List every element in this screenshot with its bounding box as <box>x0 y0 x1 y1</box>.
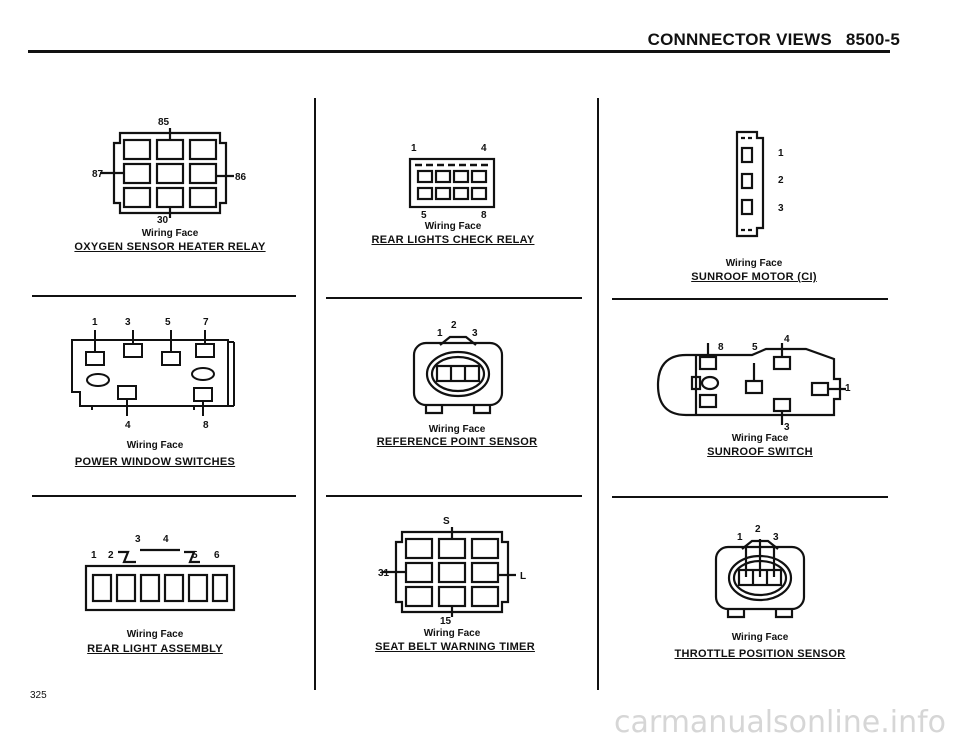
connector-8-pin-icon <box>408 157 496 209</box>
pin-label: 85 <box>158 117 170 128</box>
connector-round-3-pin-icon <box>412 335 504 415</box>
pin-label: 1 <box>92 317 98 328</box>
pin-label: 4 <box>125 420 131 431</box>
pin-label: 1 <box>411 143 417 154</box>
row-divider-1b <box>326 297 582 299</box>
header-title: CONNNECTOR VIEWS <box>647 30 832 49</box>
diagram-title: POWER WINDOW SWITCHES <box>74 456 236 468</box>
page-header: CONNNECTOR VIEWS 8500-5 <box>600 30 900 50</box>
pin-label: 2 <box>755 524 761 535</box>
page-number: 325 <box>30 690 47 701</box>
row-divider-2c <box>612 496 888 498</box>
connector-6-pin-row-icon <box>84 548 236 612</box>
column-divider-left <box>314 98 316 690</box>
connector-9-pin-icon <box>100 128 234 218</box>
diagram-title: REAR LIGHTS CHECK RELAY <box>371 234 535 246</box>
pin-label: 2 <box>778 175 784 186</box>
pin-label: 3 <box>778 203 784 214</box>
diagram-title: REFERENCE POINT SENSOR <box>376 436 538 448</box>
pin-label: 8 <box>718 342 724 353</box>
diagram-title: SUNROOF MOTOR (CI) <box>691 271 817 283</box>
pin-label: S <box>443 516 450 527</box>
diagram-title: OXYGEN SENSOR HEATER RELAY <box>74 241 266 253</box>
wiring-face-caption: Wiring Face <box>141 228 199 239</box>
diagram-title: REAR LIGHT ASSEMBLY <box>87 643 223 655</box>
pin-label: 5 <box>192 550 198 561</box>
connector-window-switch-icon <box>71 330 235 416</box>
pin-label: 8 <box>203 420 209 431</box>
pin-label: 3 <box>784 422 790 433</box>
pin-label: 2 <box>451 320 457 331</box>
pin-label: 5 <box>752 342 758 353</box>
pin-label: 8 <box>481 210 487 221</box>
pin-label: 31 <box>378 568 390 579</box>
connector-3-pin-vertical-icon <box>735 130 765 238</box>
diagram-title: THROTTLE POSITION SENSOR <box>674 648 846 660</box>
wiring-face-caption: Wiring Face <box>424 221 482 232</box>
header-rule <box>28 50 890 53</box>
pin-label: 4 <box>481 143 487 154</box>
pin-label: 1 <box>778 148 784 159</box>
pin-label: 1 <box>91 550 97 561</box>
pin-label: 3 <box>125 317 131 328</box>
pin-label: 1 <box>845 383 851 394</box>
wiring-face-caption: Wiring Face <box>126 629 184 640</box>
pin-label: 3 <box>472 328 478 339</box>
wiring-face-caption: Wiring Face <box>731 433 789 444</box>
diagram-title: SEAT BELT WARNING TIMER <box>375 641 535 653</box>
pin-label: 6 <box>214 550 220 561</box>
pin-label: 87 <box>92 169 104 180</box>
pin-label: 2 <box>108 550 114 561</box>
pin-label: 15 <box>440 616 452 627</box>
row-divider-2b <box>326 495 582 497</box>
wiring-face-caption: Wiring Face <box>126 440 184 451</box>
pin-label: 1 <box>437 328 443 339</box>
wiring-face-caption: Wiring Face <box>725 258 783 269</box>
connector-9-pin-icon <box>382 527 516 617</box>
row-divider-2a <box>32 495 296 497</box>
pin-label: 86 <box>235 172 247 183</box>
connector-sunroof-switch-icon <box>656 343 846 425</box>
header-section: 8500-5 <box>845 30 900 49</box>
row-divider-1a <box>32 295 296 297</box>
pin-label: 5 <box>421 210 427 221</box>
pin-label: L <box>520 571 527 582</box>
pin-label: 7 <box>203 317 209 328</box>
pin-label: 4 <box>784 334 790 345</box>
pin-label: 5 <box>165 317 171 328</box>
wiring-face-caption: Wiring Face <box>731 632 789 643</box>
wiring-face-caption: Wiring Face <box>428 424 486 435</box>
pin-label: 4 <box>163 534 169 545</box>
column-divider-right <box>597 98 599 690</box>
pin-label: 3 <box>773 532 779 543</box>
connector-round-3-pin-icon <box>714 539 806 619</box>
diagram-title: SUNROOF SWITCH <box>707 446 813 458</box>
row-divider-1c <box>612 298 888 300</box>
pin-label: 1 <box>737 532 743 543</box>
watermark: carmanualsonline.info <box>614 705 946 740</box>
pin-label: 3 <box>135 534 141 545</box>
wiring-face-caption: Wiring Face <box>423 628 481 639</box>
pin-label: 30 <box>157 215 169 226</box>
